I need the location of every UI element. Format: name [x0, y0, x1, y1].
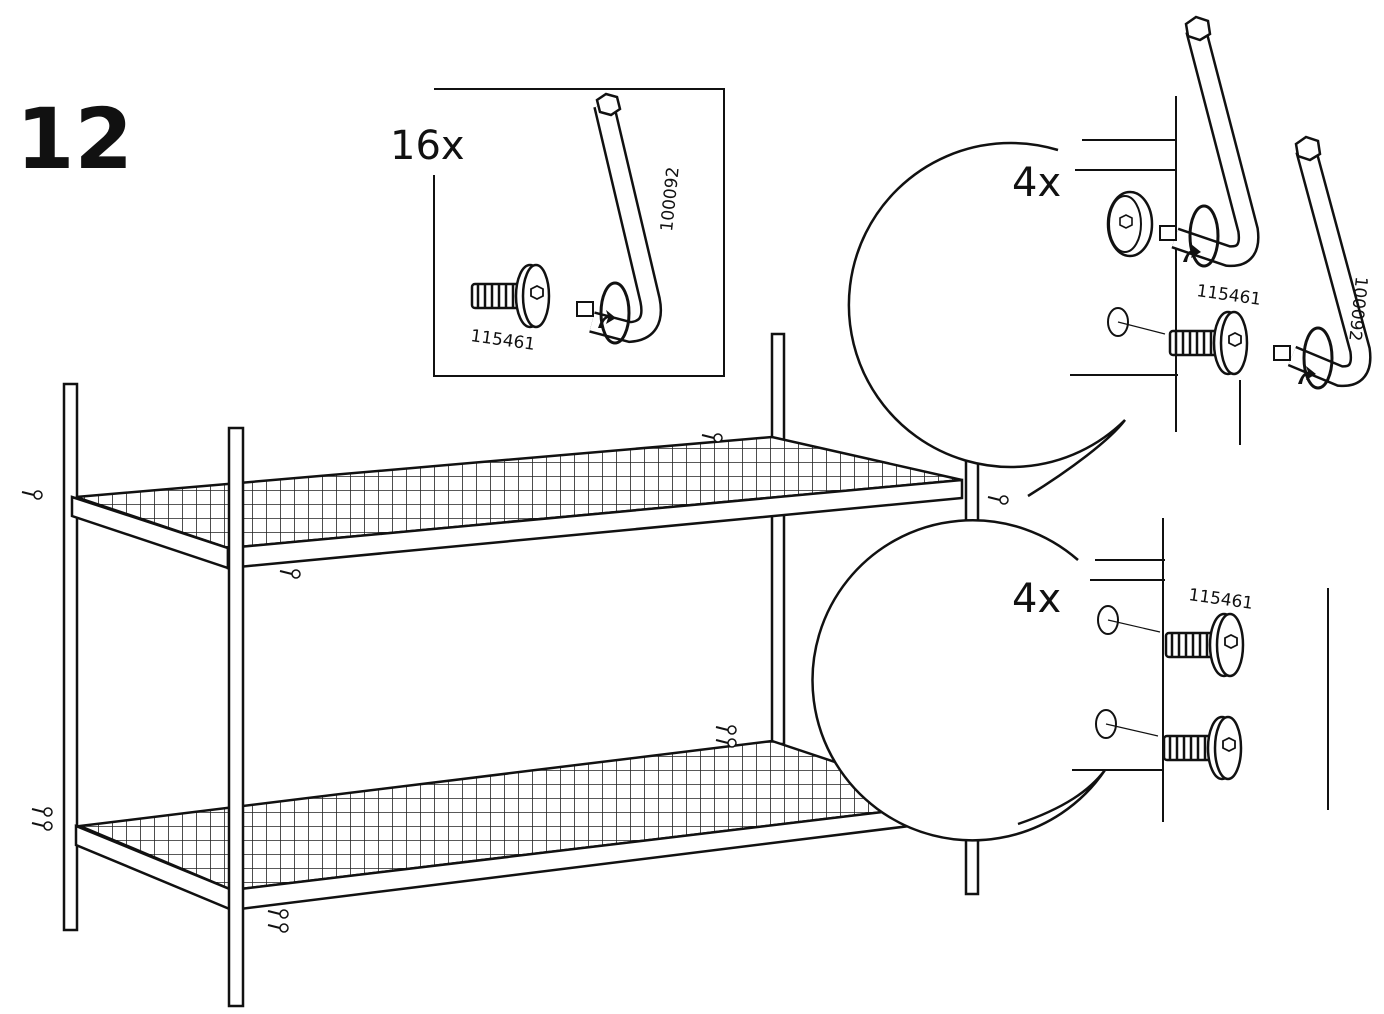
allen-key-icon	[1273, 135, 1372, 390]
detail-key-part: 100092	[657, 166, 684, 233]
post-left	[62, 382, 79, 932]
callout-lower: 4x 115461	[811, 518, 1329, 842]
callout-upper-bolt-part: 115461	[1195, 281, 1262, 310]
callout-lower-bolt-part: 115461	[1187, 585, 1254, 614]
callout-upper-quantity: 4x	[1012, 160, 1061, 206]
bolt-head-icon	[1106, 190, 1154, 258]
allen-key-icon	[576, 92, 662, 345]
step-number: 12	[16, 90, 133, 188]
post-front	[227, 426, 245, 1008]
bolt-icon	[1162, 715, 1243, 781]
callout-lower-quantity: 4x	[1012, 576, 1061, 622]
detail-bolt-part: 115461	[469, 326, 536, 355]
bolt-icon	[470, 263, 551, 329]
bolt-icon	[1168, 310, 1249, 376]
detail-quantity: 16x	[390, 123, 465, 169]
callout-upper: 4x 115461	[847, 15, 1372, 498]
post-back-left	[770, 332, 786, 746]
detail-box: 16x 115461 100092	[390, 88, 725, 377]
shelf-unit	[62, 332, 980, 1008]
allen-key-icon	[1159, 15, 1260, 268]
bolt-icon	[1164, 612, 1245, 678]
